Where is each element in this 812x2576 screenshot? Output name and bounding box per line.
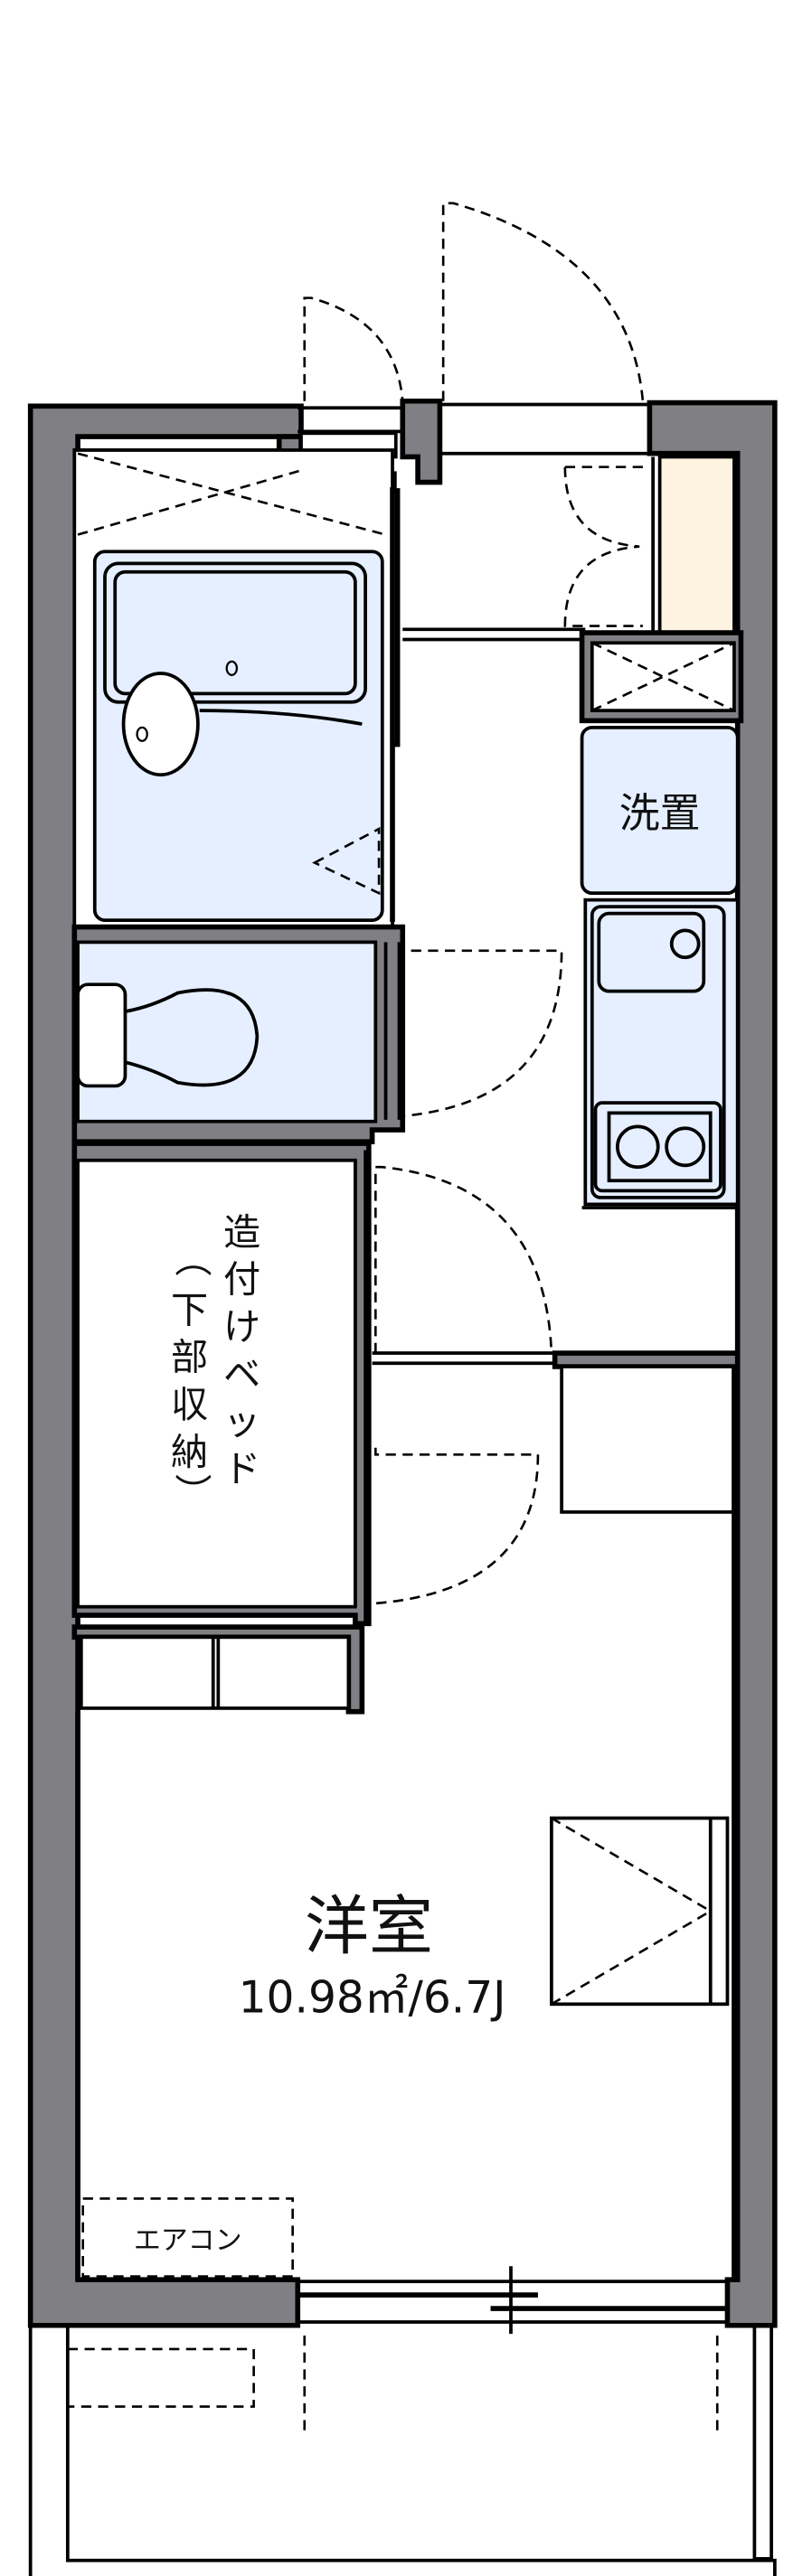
- sink: [597, 911, 706, 993]
- washer-space: 洗置: [580, 725, 740, 896]
- closet-shelf: [71, 1624, 365, 1715]
- bathroom: [72, 448, 394, 933]
- bed-label-line2: （ 下 部 収 納 ）: [170, 1240, 213, 1510]
- svg-text:ド: ド: [223, 1447, 260, 1490]
- room-area: 10.98㎡/6.7J: [239, 1973, 506, 2024]
- svg-text:部: 部: [171, 1336, 208, 1379]
- door-swing-entrance: [441, 202, 645, 401]
- svg-text:ベ: ベ: [223, 1352, 260, 1396]
- svg-text:造: 造: [223, 1210, 260, 1254]
- bathtub-unit: [92, 550, 384, 922]
- svg-text:（: （: [170, 1240, 213, 1277]
- bed-label-line1: 造 付 け ベ ッ ド: [223, 1210, 260, 1490]
- toilet-tank: [76, 982, 127, 1088]
- door-swing-corridor: [374, 1165, 553, 1354]
- stove-frame: [593, 1101, 722, 1193]
- burner-left: [615, 1124, 660, 1170]
- air-conditioner-label: エアコン: [134, 2225, 242, 2257]
- svg-text:け: け: [223, 1305, 260, 1349]
- svg-text:下: 下: [171, 1288, 208, 1331]
- door-swing-small: [303, 296, 404, 401]
- partitions: [364, 1150, 741, 1624]
- svg-text:納: 納: [171, 1431, 208, 1474]
- door-swing-room: [374, 1447, 540, 1605]
- washbasin: [121, 672, 200, 777]
- refrigerator-space: [560, 1365, 740, 1514]
- balcony-window: [297, 2266, 728, 2335]
- washer-label: 洗置: [619, 789, 701, 837]
- balcony: [28, 2323, 777, 2576]
- svg-text:ッ: ッ: [223, 1400, 260, 1443]
- outdoor-unit: [66, 2347, 255, 2408]
- entrance: [297, 202, 650, 459]
- kitchen: [581, 898, 740, 1210]
- western-room: 洋室 10.98㎡/6.7J エアコン: [75, 1366, 737, 2280]
- closet-box: [550, 1816, 730, 2007]
- toilet-room-floor: [76, 940, 378, 1123]
- burner-right: [665, 1126, 706, 1168]
- svg-text:付: 付: [223, 1258, 260, 1302]
- built-in-bed: 造 付 け ベ ッ ド （ 下 部 収 納 ）: [71, 1141, 372, 1627]
- door-swing-toilet: [398, 949, 563, 1118]
- toilet-bowl: [124, 988, 260, 1087]
- svg-text:）: ）: [170, 1473, 213, 1510]
- pipe-shaft: [579, 630, 744, 724]
- svg-text:収: 収: [171, 1383, 208, 1426]
- shoe-cabinet: [563, 455, 736, 635]
- air-conditioner-box: [81, 2197, 294, 2278]
- toilet-room: [71, 924, 563, 1144]
- room-name: 洋室: [305, 1889, 433, 1964]
